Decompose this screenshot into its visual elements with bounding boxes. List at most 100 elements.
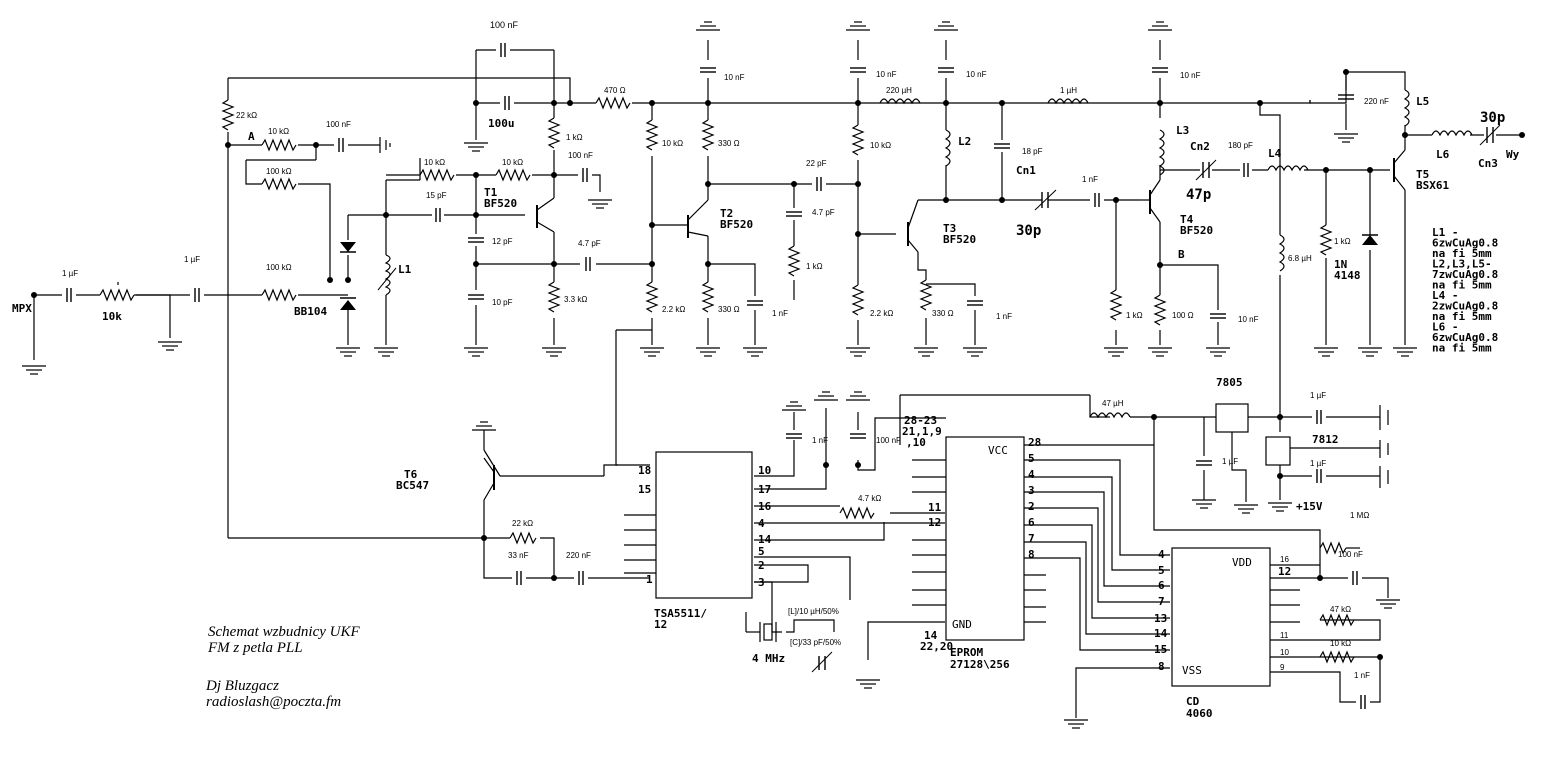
coil-note-line: L6 -	[1432, 321, 1459, 334]
value-c-100nf-cd: 100 nF	[1338, 550, 1363, 559]
coil-note-line: 6zwCuAg0.8	[1432, 237, 1498, 250]
pin-cd-8: 8	[1158, 660, 1165, 673]
label-point-a: A	[248, 130, 255, 143]
coil-note-line: na fi 5mm	[1432, 247, 1492, 260]
value-r-4k7: 4.7 kΩ	[858, 494, 881, 503]
value-l-220u: 220 µH	[886, 86, 912, 95]
value-r-10k-t2: 10 kΩ	[662, 139, 683, 148]
pin-tsa-4: 4	[758, 517, 765, 530]
value-c-100nf-a: 100 nF	[326, 120, 351, 129]
pin-cd-4: 4	[1158, 548, 1165, 561]
label-1n: 1N	[1334, 258, 1347, 271]
value-r-10k-cd: 10 kΩ	[1330, 639, 1351, 648]
capacitors	[66, 42, 1501, 710]
value-r-100-t4: 100 Ω	[1172, 311, 1194, 320]
pin-cd-7: 7	[1158, 595, 1165, 608]
label-t5: T5	[1416, 168, 1429, 181]
label-cd-vdd: VDD	[1232, 556, 1252, 569]
title-block: Schemat wzbudnicy UKF FM z petla PLL Dj …	[205, 624, 360, 710]
value-c-4p7-a: 4.7 pF	[578, 239, 601, 248]
label-xtal-c: [C]/33 pF/50%	[790, 638, 841, 647]
value-r-2k2-t3: 2.2 kΩ	[870, 309, 893, 318]
label-xtal: 4 MHz	[752, 652, 785, 665]
label-t4-type: BF520	[1180, 224, 1213, 237]
value-c-1nf-t3: 1 nF	[996, 312, 1012, 321]
label-cn3-val: 30p	[1480, 110, 1505, 126]
label-l4: L4	[1268, 147, 1282, 160]
value-r-1m: 1 MΩ	[1350, 511, 1369, 520]
coil-note-line: 7zwCuAg0.8	[1432, 268, 1498, 281]
value-c-100nf-tsa: 100 nF	[876, 436, 901, 445]
label-l3: L3	[1176, 124, 1189, 137]
label-eprom: EPROM	[950, 646, 983, 659]
label-l2: L2	[958, 135, 971, 148]
label-pot-10k: 10k	[102, 310, 122, 323]
label-cn2: Cn2	[1190, 140, 1210, 153]
value-c-12p: 12 pF	[492, 237, 513, 246]
label-tsa: TSA5511/	[654, 607, 707, 620]
value-c-10p: 10 pF	[492, 298, 513, 307]
pin-tsa-14: 14	[758, 533, 772, 546]
pin-cd-16: 16	[1280, 555, 1289, 564]
value-c-180p: 180 pF	[1228, 141, 1253, 150]
value-c-10nf-t4: 10 nF	[1180, 71, 1201, 80]
pin-cd-10: 10	[1280, 648, 1289, 657]
label-eprom-vcc: VCC	[988, 444, 1008, 457]
value-c-1u-reg1: 1 µF	[1222, 457, 1238, 466]
label-cn1: Cn1	[1016, 164, 1036, 177]
label-t1: T1	[484, 186, 498, 199]
label-7805: 7805	[1216, 376, 1243, 389]
value-r-1k-t5: 1 kΩ	[1334, 237, 1351, 246]
label-eprom-vcc-pins3: ,10	[906, 436, 926, 449]
label-l6: L6	[1436, 148, 1450, 161]
pin-eprom-4: 4	[1028, 468, 1035, 481]
label-wy: Wy	[1506, 148, 1520, 161]
label-t3: T3	[943, 222, 956, 235]
value-c-1nf-tsa: 1 nF	[812, 436, 828, 445]
value-r-1k-t1: 1 kΩ	[566, 133, 583, 142]
pin-eprom-7: 7	[1028, 532, 1035, 545]
value-c-220nf: 220 nF	[566, 551, 591, 560]
pin-tsa-18: 18	[638, 464, 651, 477]
value-c-1u-b: 1 µF	[184, 255, 200, 264]
coil-note-line: na fi 5mm	[1432, 342, 1492, 355]
diodes	[340, 234, 1378, 310]
value-r-47k: 47 kΩ	[1330, 605, 1351, 614]
label-eprom-gnd: GND	[952, 618, 972, 631]
pin-cd-15: 15	[1154, 643, 1167, 656]
integrated-circuits	[624, 403, 1300, 687]
coil-note-line: L4 -	[1432, 289, 1459, 302]
coil-note-line: L2,L3,L5-	[1432, 258, 1492, 271]
label-t5-type: BSX61	[1416, 179, 1449, 192]
value-c-10nf-t2: 10 nF	[724, 73, 745, 82]
label-eprom-vcc-pins1: 28-23	[904, 414, 937, 427]
pin-cd-9: 9	[1280, 663, 1285, 672]
value-r-10k-t3: 10 kΩ	[870, 141, 891, 150]
pin-eprom-12: 12	[928, 516, 941, 529]
value-r-470: 470 Ω	[604, 86, 626, 95]
pin-eprom-11: 11	[928, 501, 942, 514]
value-c-1nf-cn1: 1 nF	[1082, 175, 1098, 184]
pin-eprom-8: 8	[1028, 548, 1035, 561]
value-l-6u8: 6.8 µH	[1288, 254, 1312, 263]
label-eprom-gnd-pins1: 14	[924, 629, 938, 642]
value-c-top: 100 nF	[490, 20, 519, 30]
label-t2-type: BF520	[720, 218, 753, 231]
wiring	[33, 40, 1522, 718]
value-r-100k: 100 kΩ	[266, 167, 292, 176]
author-name: Dj Bluzgacz	[205, 678, 279, 694]
pin-eprom-2: 2	[1028, 500, 1035, 513]
value-c-18p: 18 pF	[1022, 147, 1043, 156]
pin-cd-11: 11	[1280, 631, 1289, 640]
coil-note-line: 2zwCuAg0.8	[1432, 300, 1498, 313]
value-c-220nf-t5: 220 nF	[1364, 97, 1389, 106]
label-t4: T4	[1180, 213, 1194, 226]
label-4148: 4148	[1334, 269, 1361, 282]
value-c-15p: 15 pF	[426, 191, 447, 200]
value-c-33nf: 33 nF	[508, 551, 529, 560]
pin-eprom-5: 5	[1028, 452, 1035, 465]
pin-tsa-5: 5	[758, 545, 765, 558]
value-c-1nf-cd: 1 nF	[1354, 671, 1370, 680]
label-t6-type: BC547	[396, 479, 429, 492]
value-r-100k-b: 100 kΩ	[266, 263, 292, 272]
